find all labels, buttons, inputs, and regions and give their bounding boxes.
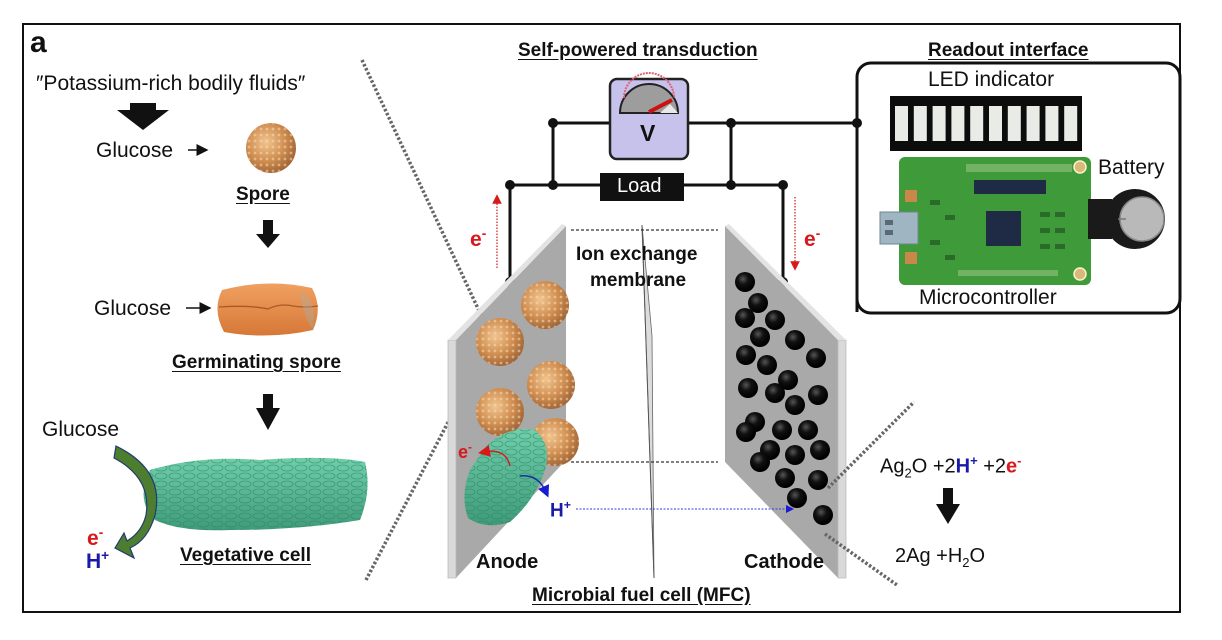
ag2o-particle: [798, 420, 818, 440]
ag2o-particle: [736, 345, 756, 365]
led-segment: [989, 106, 1002, 141]
metabolism-curved-arrow-icon: [113, 445, 158, 560]
ag2o-particle: [736, 422, 756, 442]
ag2o-particle: [778, 370, 798, 390]
led-segment: [913, 106, 927, 141]
ag2o-particle: [785, 445, 805, 465]
source-fluid-label: ″Potassium-rich bodily fluids″: [36, 72, 306, 95]
cathode-particles: [735, 272, 833, 525]
battery-label: Battery: [1098, 156, 1165, 179]
ag2o-particle: [785, 395, 805, 415]
glucose-label-vegetative: Glucose: [42, 418, 120, 441]
ag2o-particle: [748, 293, 768, 313]
cathode-electron-label: e-: [804, 226, 821, 251]
zoom-guide-line: [360, 59, 490, 331]
microcontroller-label: Microcontroller: [919, 286, 1057, 309]
ag2o-particle: [735, 272, 755, 292]
down-arrow-icon: [256, 394, 280, 430]
germinating-spore-label: Germinating spore: [172, 352, 341, 373]
spore-label: Spore: [236, 184, 290, 205]
vegetative-cell-label: Vegetative cell: [180, 545, 311, 566]
ag2o-particle: [750, 327, 770, 347]
microcontroller-image: [879, 157, 1091, 285]
ag2o-particle: [813, 505, 833, 525]
reaction-reactants: Ag2O +2H+ +2e-: [880, 453, 1022, 481]
electron-product-label: e-: [87, 525, 104, 550]
load-box: [600, 173, 684, 201]
glucose-label-spore: Glucose: [96, 139, 174, 162]
ag2o-particle: [757, 355, 777, 375]
panel-label: a: [30, 26, 47, 59]
battery-image: [1088, 189, 1165, 249]
germinating-spore-image: [217, 283, 319, 336]
zoom-guide-line: [826, 400, 916, 490]
ag2o-particle: [765, 310, 785, 330]
anode-label: Anode: [476, 551, 539, 573]
ag2o-particle: [735, 308, 755, 328]
anode-inner-electron-label: e-: [458, 441, 472, 462]
reaction-products: 2Ag +H2O: [895, 545, 986, 570]
led-segment: [951, 106, 965, 141]
anode-inner-proton-label: H+: [550, 498, 571, 522]
membrane-label-line1: Ion exchange: [576, 244, 698, 265]
led-indicator-label: LED indicator: [928, 68, 1055, 91]
spore: [476, 388, 524, 436]
ag2o-particle: [787, 488, 807, 508]
voltmeter-icon[interactable]: [608, 72, 690, 161]
readout-interface-title: Readout interface: [928, 40, 1089, 61]
ag2o-particle: [772, 420, 792, 440]
ag2o-particle: [806, 348, 826, 368]
down-arrow-icon: [256, 220, 280, 248]
ion-exchange-membrane: [641, 224, 655, 579]
led-segment: [1007, 106, 1021, 141]
spore-image: [246, 123, 296, 173]
ag2o-particle: [750, 452, 770, 472]
mfc-title: Microbial fuel cell (MFC): [532, 585, 751, 606]
anode-bacterium-image: [464, 429, 550, 526]
big-down-arrow-icon: [117, 110, 169, 130]
self-powered-transduction-title: Self-powered transduction: [518, 40, 758, 61]
led-segment: [1064, 106, 1078, 141]
ag2o-particle: [775, 468, 795, 488]
readout-box: [855, 61, 1182, 315]
ag2o-particle: [808, 385, 828, 405]
led-segment: [895, 106, 908, 141]
ag2o-particle: [785, 330, 805, 350]
membrane-label-line2: membrane: [590, 270, 687, 291]
reaction-arrow-icon: [936, 488, 960, 524]
led-segment: [932, 106, 946, 141]
spore: [527, 361, 575, 409]
zoom-guide-line: [823, 532, 899, 587]
ag2o-particle: [738, 378, 758, 398]
anode-electron-label: e-: [470, 226, 487, 251]
glucose-label-germinating: Glucose: [94, 297, 172, 320]
led-segment: [970, 106, 984, 141]
led-indicator-image: [890, 96, 1082, 151]
load-label: Load: [617, 175, 662, 197]
ag2o-particle: [810, 440, 830, 460]
ag2o-particle: [765, 383, 785, 403]
vegetative-cell-image: [143, 457, 368, 531]
led-segment: [1045, 106, 1059, 141]
ag2o-particle: [808, 470, 828, 490]
cathode-label: Cathode: [744, 551, 824, 573]
led-segment: [1026, 106, 1040, 141]
spore: [521, 281, 569, 329]
voltmeter-symbol: V: [640, 120, 656, 146]
spore: [476, 318, 524, 366]
proton-product-label: H+: [86, 548, 110, 573]
figure-frame: [22, 23, 1181, 613]
